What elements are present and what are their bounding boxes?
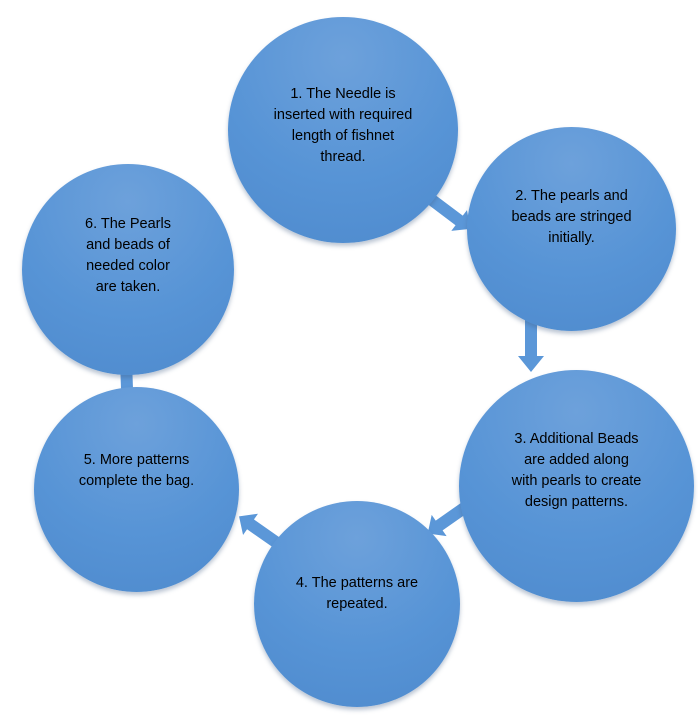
step-1-circle: 1. The Needle is inserted with required … (228, 17, 458, 243)
arrow-step4-to-step5 (239, 513, 284, 550)
arrow-step2-to-step3 (518, 314, 544, 372)
step-5-label: 5. More patterns complete the bag. (78, 451, 195, 489)
step-1-label: 1. The Needle is inserted with required … (273, 86, 413, 165)
step-2-circle: 2. The pearls and beads are stringed ini… (467, 127, 676, 331)
step-3-circle: 3. Additional Beads are added along with… (459, 370, 694, 602)
step-2-label: 2. The pearls and beads are stringed ini… (511, 187, 632, 246)
arrow-step1-to-step2 (428, 195, 471, 231)
step-4-circle: 4. The patterns are repeated. (254, 501, 460, 707)
arrow-step3-to-step4 (427, 501, 471, 537)
step-6-label: 6. The Pearls and beads of needed color … (85, 215, 171, 295)
step-3-label: 3. Additional Beads are added along with… (511, 431, 642, 510)
step-6-circle: 6. The Pearls and beads of needed color … (22, 164, 234, 375)
step-4-label: 4. The patterns are repeated. (295, 575, 419, 612)
step-5-circle: 5. More patterns complete the bag. (34, 387, 239, 592)
